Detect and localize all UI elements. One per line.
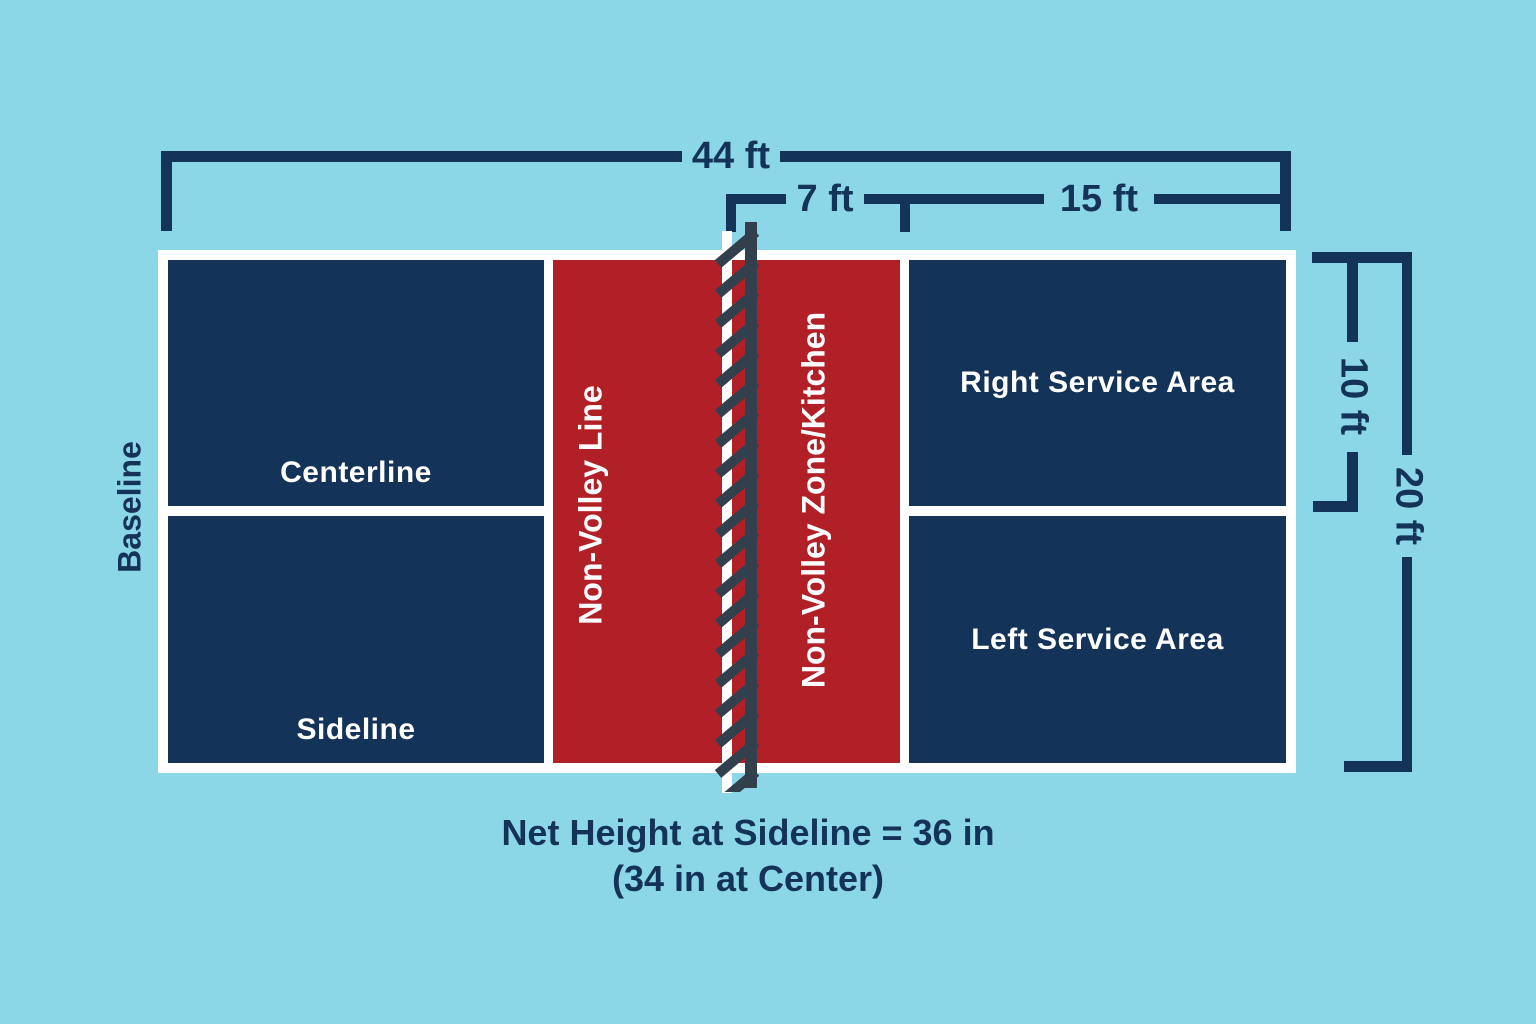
- centerline-label: Centerline: [280, 456, 432, 489]
- center-line: [722, 231, 732, 793]
- net-height-note-line2: (34 in at Center): [611, 858, 885, 899]
- dim-44ft-tick-right: [1280, 151, 1291, 231]
- dim-20ft-label: 20 ft: [1387, 466, 1430, 546]
- sideline-label: Sideline: [296, 713, 416, 746]
- dim-right-top-line: [1312, 252, 1412, 263]
- net-icon: [714, 222, 760, 792]
- dim-44ft-tick-left: [161, 151, 172, 231]
- left-service-area-label: Left Service Area: [971, 622, 1224, 656]
- dim-7ft-15ft-line-mid: [864, 194, 1044, 204]
- dim-44ft-line-left: [161, 151, 682, 162]
- zone-left-service: Left Service Area: [909, 516, 1286, 763]
- zone-right-service: Right Service Area: [909, 260, 1286, 506]
- non-volley-line-label: Non-Volley Line: [572, 385, 609, 625]
- dim-44ft-line-right: [780, 151, 1291, 162]
- dim-15ft-tick-mid: [900, 194, 910, 232]
- dim-7ft-label: 7 ft: [796, 177, 854, 220]
- dim-20ft-line-lower: [1402, 557, 1412, 772]
- baseline-label: Baseline: [111, 441, 148, 573]
- right-service-area-label: Right Service Area: [960, 366, 1235, 399]
- zone-left-top: Centerline: [168, 260, 544, 506]
- dim-7ft-tick-left: [726, 194, 736, 232]
- dim-7ft-line-left: [726, 194, 786, 204]
- dim-44ft-label: 44 ft: [691, 134, 771, 177]
- net-height-note-line1: Net Height at Sideline = 36 in: [501, 812, 995, 853]
- dim-20ft-bottom-tick: [1344, 761, 1412, 772]
- dim-15ft-line-right: [1154, 194, 1290, 204]
- non-volley-zone-kitchen-label: Non-Volley Zone/Kitchen: [795, 311, 832, 689]
- zone-left-bottom: Sideline: [168, 516, 544, 763]
- dim-10ft-line-upper: [1347, 252, 1358, 342]
- dim-10ft-line-lower: [1347, 452, 1358, 512]
- dim-15ft-label: 15 ft: [1059, 177, 1139, 220]
- zone-non-volley-left: [553, 260, 722, 763]
- dim-10ft-bottom-tick: [1313, 501, 1358, 512]
- dim-20ft-line-upper: [1402, 252, 1412, 455]
- dim-10ft-label: 10 ft: [1332, 356, 1375, 436]
- zone-non-volley-right: [732, 260, 900, 763]
- net-height-note: Net Height at Sideline = 36 in (34 in at…: [398, 810, 1098, 902]
